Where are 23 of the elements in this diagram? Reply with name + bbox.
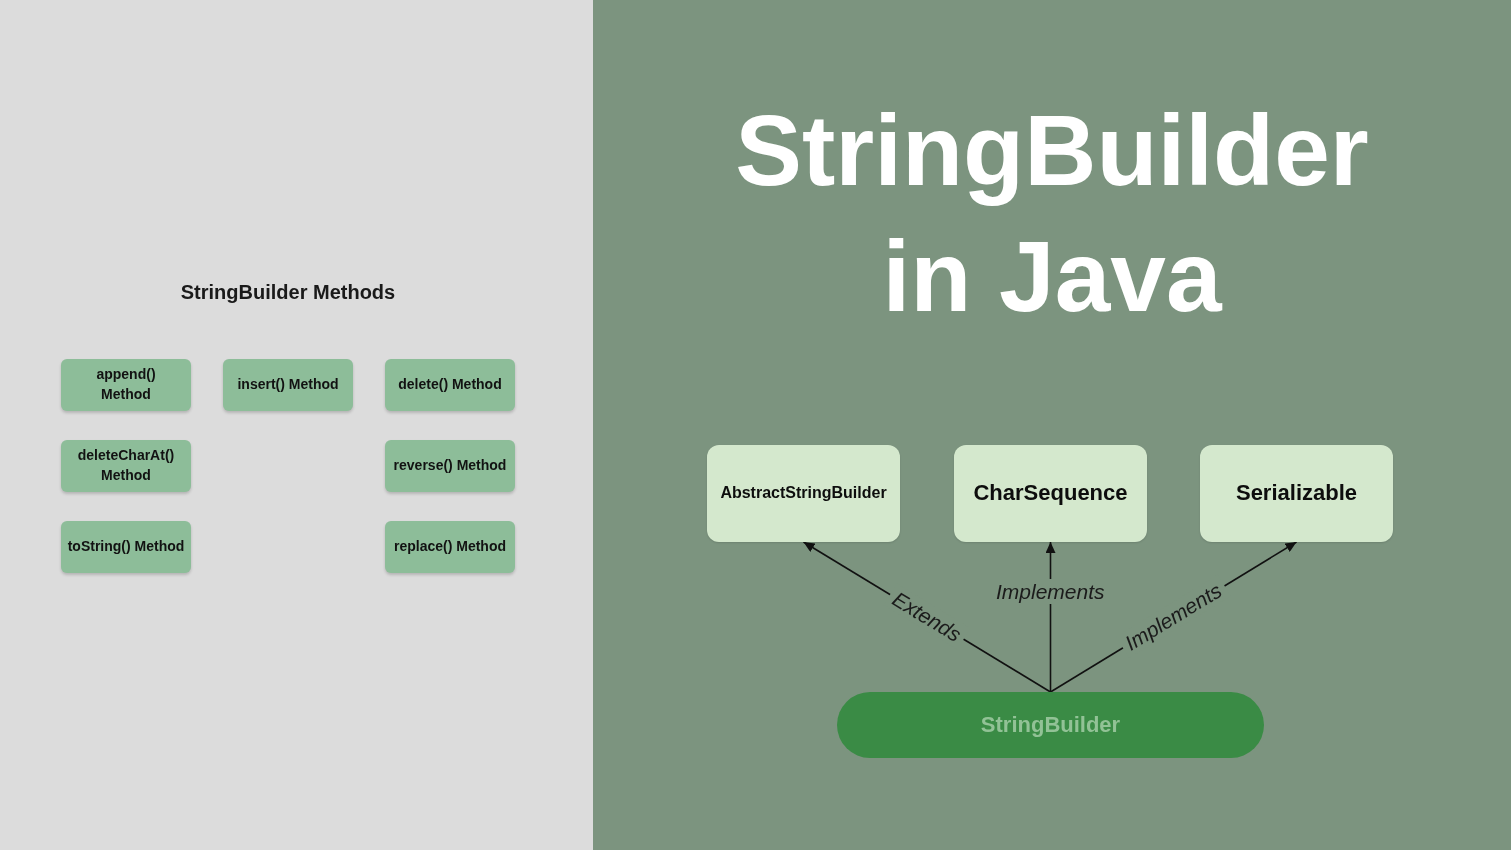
method-name: append() Method [95, 365, 157, 404]
class-box [1200, 445, 1393, 542]
method-name: delete() Method [398, 375, 502, 395]
method-box [385, 359, 515, 411]
method-name: reverse() Method [393, 456, 507, 476]
class-name: Serializable [1235, 479, 1358, 508]
method-box [61, 359, 191, 411]
method-box [61, 440, 191, 492]
method-name: replace() Method [394, 537, 506, 557]
class-box [707, 445, 900, 542]
class-name: StringBuilder [980, 710, 1121, 739]
title: StringBuilder in Java [734, 93, 1370, 334]
method-box [223, 359, 353, 411]
method-name: toString() Method [67, 537, 185, 557]
class-name: CharSequence [973, 479, 1128, 508]
method-box [385, 440, 515, 492]
class-name: AbstractStringBuilder [720, 483, 887, 504]
method-box [385, 521, 515, 573]
method-name: insert() Method [237, 375, 339, 395]
section-heading: StringBuilder Methods [179, 280, 397, 304]
method-box [61, 521, 191, 573]
class-box [954, 445, 1147, 542]
method-name: deleteCharAt() Method [76, 446, 176, 485]
